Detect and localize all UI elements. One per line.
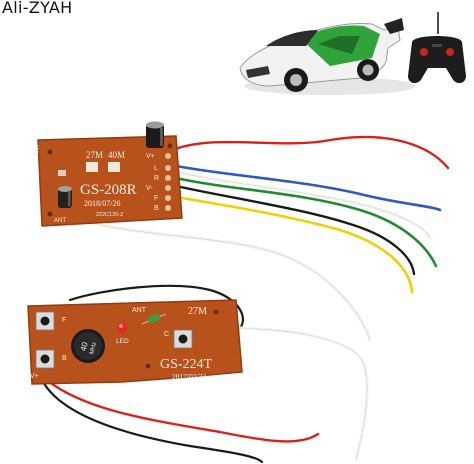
transmitter-frequency: 27M (188, 306, 207, 317)
transmitter-c-label: C (164, 331, 169, 338)
receiver-pad-a (86, 162, 98, 172)
receiver-code: 222C120-2 (96, 212, 123, 218)
transmitter-button-right (173, 329, 193, 349)
receiver-ant-label-bottom: ANT (54, 218, 66, 224)
receiver-pin-label-r: R (154, 175, 159, 182)
receiver-model: GS-208R (80, 182, 137, 198)
crystal-oscillator (71, 329, 105, 363)
receiver-pad-b (108, 162, 120, 172)
transmitter-date: 2017/02/22 (172, 372, 206, 381)
transmitter-wire-black-2 (40, 378, 264, 464)
receiver-frequency-a: 27M (86, 150, 103, 160)
receiver-pin-label-b: B (154, 205, 159, 212)
receiver-wire-red (166, 135, 450, 170)
receiver-pin-pads (165, 153, 171, 211)
transmitter-button-b (35, 349, 55, 369)
transmitter-wires (40, 284, 369, 464)
crystal-label-mhz: MHz (89, 342, 98, 355)
receiver-wire-yellow (168, 194, 414, 294)
receiver-pin-label-vplus: V+ (146, 153, 155, 160)
transmitter-inductor (141, 313, 167, 325)
capacitor-small (58, 186, 72, 208)
receiver-wires (58, 135, 450, 342)
transmitter-led-label: LED (116, 338, 129, 345)
receiver-wire-black (174, 184, 416, 276)
receiver-pin-label-f: F (154, 195, 158, 202)
receiver-wire-green (174, 176, 438, 268)
transmitter-f-label: F (62, 317, 66, 324)
receiver-pin-label-vminus: V- (146, 185, 153, 192)
receiver-date: 2018/07/26 (84, 199, 120, 208)
receiver-wire-blue (174, 164, 442, 212)
rc-car (239, 18, 416, 95)
receiver-frequency-b: 40M (108, 150, 125, 160)
receiver-ant-label: ANT (34, 143, 41, 156)
rc-controller (408, 12, 466, 84)
transmitter-vplus-label: V+ (30, 373, 39, 380)
transmitter-model: GS-224T (160, 357, 213, 372)
transmitter-wire-red (40, 374, 320, 443)
transmitter-button-f (35, 311, 55, 331)
receiver-board: 27M 40M GS-208R 2018/07/26 222C120-2 ANT… (34, 121, 183, 227)
transmitter-board: 40 MHz ANT 27M LED F B C V+ GS-224T 2017… (27, 299, 243, 385)
receiver-pin-label-l: L (154, 165, 158, 172)
crystal-label-40: 40 (79, 341, 90, 352)
transmitter-led (117, 322, 127, 334)
transmitter-ant-label: ANT (132, 307, 147, 314)
capacitor-large (146, 121, 164, 148)
transmitter-wire-black (68, 284, 244, 332)
transmitter-b-label: B (62, 355, 67, 362)
watermark-text: Ali-ZYAH (2, 0, 73, 17)
